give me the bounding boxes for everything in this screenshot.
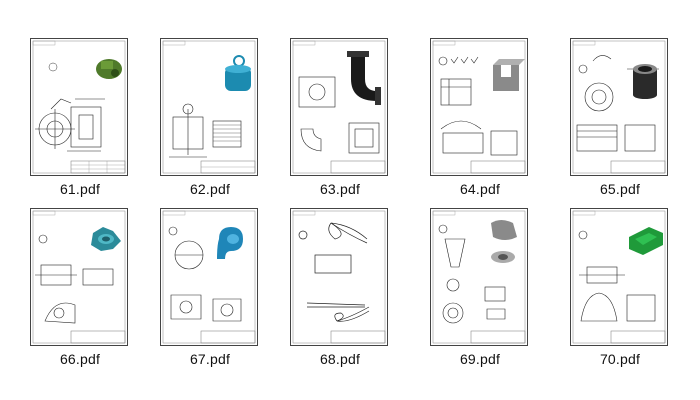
- file-tile-62[interactable]: 62.pdf: [150, 38, 270, 216]
- file-tile-66[interactable]: 66.pdf: [20, 208, 140, 386]
- pdf-thumbnail[interactable]: [570, 38, 668, 176]
- drawing-preview: [432, 210, 526, 344]
- pdf-thumbnail[interactable]: [430, 38, 528, 176]
- file-name[interactable]: 65.pdf: [599, 181, 641, 197]
- file-tile-61[interactable]: 61.pdf: [20, 38, 140, 216]
- file-tile-63[interactable]: 63.pdf: [280, 38, 400, 216]
- file-name[interactable]: 70.pdf: [599, 351, 641, 367]
- pdf-thumbnail[interactable]: [290, 208, 388, 346]
- file-name[interactable]: 66.pdf: [59, 351, 101, 367]
- drawing-preview: [572, 40, 666, 174]
- file-tile-69[interactable]: 69.pdf: [420, 208, 540, 386]
- drawing-preview: [292, 40, 386, 174]
- file-tile-65[interactable]: 65.pdf: [560, 38, 680, 216]
- pdf-thumbnail[interactable]: [570, 208, 668, 346]
- file-tile-68[interactable]: 68.pdf: [280, 208, 400, 386]
- pdf-thumbnail[interactable]: [160, 208, 258, 346]
- file-name[interactable]: 69.pdf: [459, 351, 501, 367]
- drawing-preview: [572, 210, 666, 344]
- drawing-preview: [32, 210, 126, 344]
- pdf-thumbnail[interactable]: [30, 38, 128, 176]
- drawing-preview: [32, 40, 126, 174]
- drawing-preview: [162, 210, 256, 344]
- file-name[interactable]: 62.pdf: [189, 181, 231, 197]
- file-name[interactable]: 63.pdf: [319, 181, 361, 197]
- file-name[interactable]: 68.pdf: [319, 351, 361, 367]
- file-tile-67[interactable]: 67.pdf: [150, 208, 270, 386]
- file-name[interactable]: 64.pdf: [459, 181, 501, 197]
- pdf-thumbnail[interactable]: [430, 208, 528, 346]
- file-tile-64[interactable]: 64.pdf: [420, 38, 540, 216]
- file-tile-70[interactable]: 70.pdf: [560, 208, 680, 386]
- drawing-preview: [292, 210, 386, 344]
- pdf-thumbnail[interactable]: [160, 38, 258, 176]
- pdf-thumbnail[interactable]: [290, 38, 388, 176]
- drawing-preview: [432, 40, 526, 174]
- pdf-thumbnail[interactable]: [30, 208, 128, 346]
- drawing-preview: [162, 40, 256, 174]
- file-name[interactable]: 61.pdf: [59, 181, 101, 197]
- file-name[interactable]: 67.pdf: [189, 351, 231, 367]
